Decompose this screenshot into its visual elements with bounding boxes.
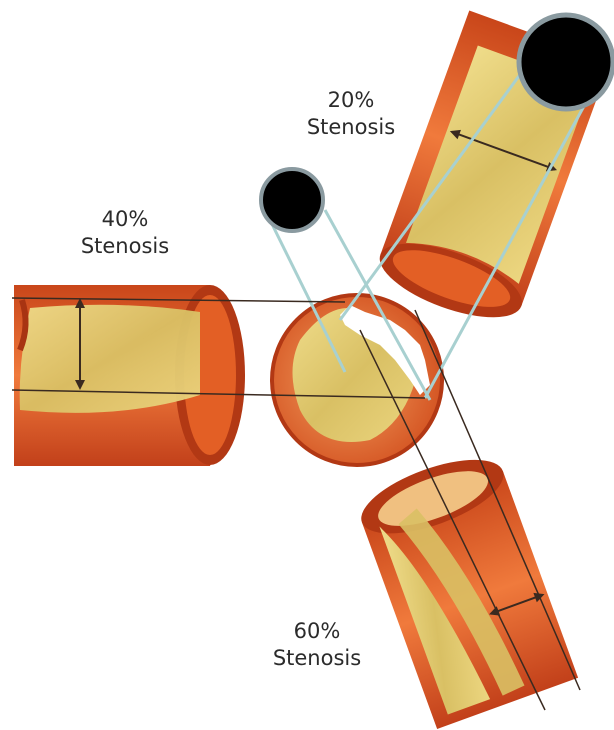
label-40-word: Stenosis [70,233,180,260]
indicator-cross-section [261,169,323,231]
label-40-stenosis: 40% Stenosis [70,206,180,260]
label-60-stenosis: 60% Stenosis [262,618,372,672]
cross-section [272,295,442,465]
vessel-40-stenosis [14,285,245,466]
label-20-stenosis: 20% Stenosis [296,87,406,141]
label-20-percent: 20% [296,87,406,114]
label-20-word: Stenosis [296,114,406,141]
vessel-60-stenosis [352,445,578,729]
label-40-percent: 40% [70,206,180,233]
label-60-word: Stenosis [262,645,372,672]
label-60-percent: 60% [262,618,372,645]
indicator-20-stenosis [519,15,613,109]
